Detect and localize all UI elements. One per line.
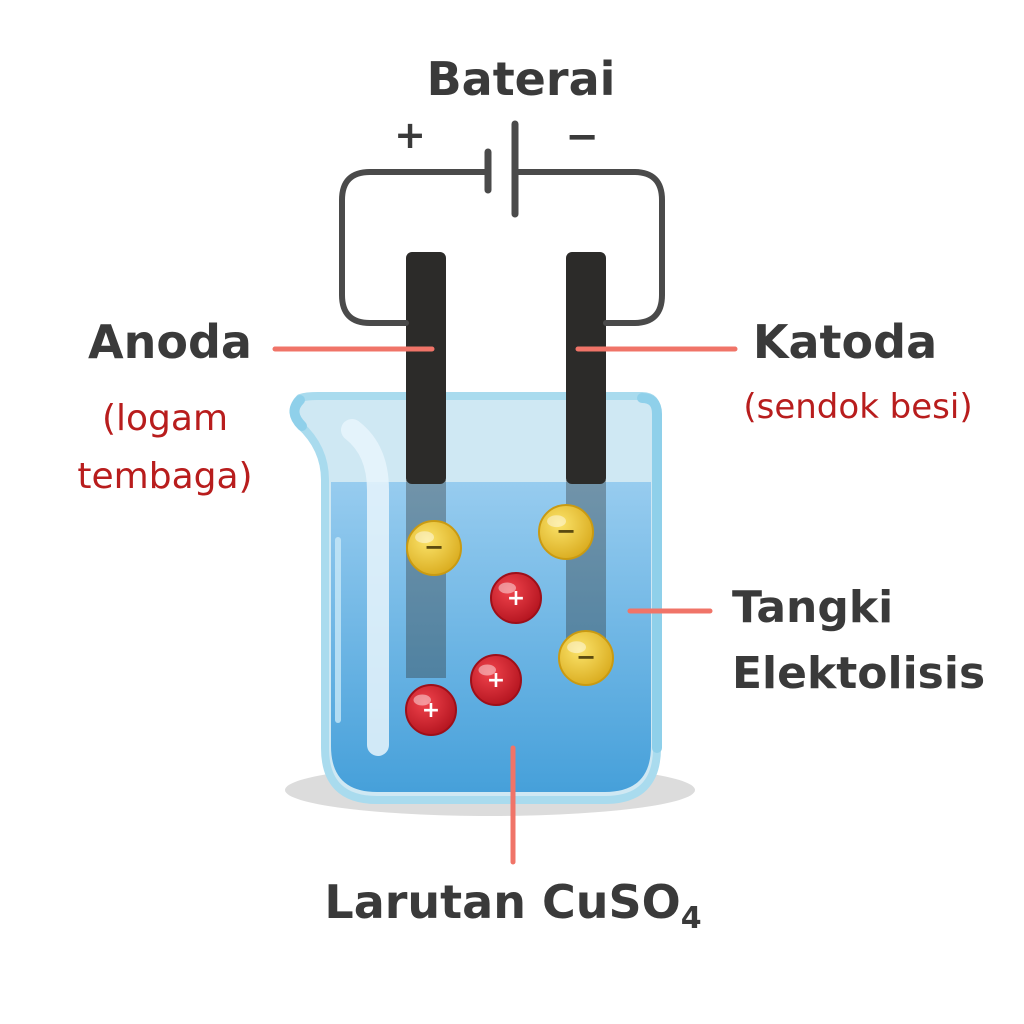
anion-sign: − xyxy=(424,533,444,561)
minus-terminal-label: − xyxy=(565,114,599,160)
anion-sign: − xyxy=(556,517,576,545)
ion-highlight xyxy=(567,641,586,654)
cation-ball xyxy=(405,684,457,736)
anion: − xyxy=(558,630,614,686)
cation: + xyxy=(490,572,542,624)
anion: − xyxy=(406,520,462,576)
solution-label-subscript: 4 xyxy=(681,901,702,936)
cathode-note: (sendok besi) xyxy=(743,387,972,427)
anode-label: Anoda xyxy=(88,315,252,369)
ion-highlight xyxy=(478,664,496,676)
ion-highlight xyxy=(413,694,431,706)
glass-highlight xyxy=(341,419,389,756)
anion: − xyxy=(538,504,594,560)
ions-layer: − − − + + + xyxy=(405,504,614,736)
anion-sign: − xyxy=(576,643,596,671)
plus-terminal-label: + xyxy=(394,113,426,157)
ion-highlight xyxy=(498,582,516,594)
anode-electrode xyxy=(406,252,446,678)
cathode-electrode xyxy=(566,252,606,645)
cation-sign: + xyxy=(422,698,440,723)
solution-label: Larutan CuSO4 xyxy=(324,875,701,936)
cation: + xyxy=(470,654,522,706)
tank-label-line2: Elektolisis xyxy=(732,648,985,699)
beaker-rim-right xyxy=(637,393,662,753)
cation: + xyxy=(405,684,457,736)
battery-label: Baterai xyxy=(427,52,616,106)
ion-highlight xyxy=(547,515,566,528)
anion-ball xyxy=(558,630,614,686)
cation-ball xyxy=(490,572,542,624)
ion-highlight xyxy=(415,531,434,544)
battery-icon xyxy=(484,120,519,218)
cation-sign: + xyxy=(487,668,505,693)
cathode-label: Katoda xyxy=(753,315,937,369)
anode-note-line2: tembaga) xyxy=(77,456,252,497)
anion-ball xyxy=(538,504,594,560)
tank-label-line1: Tangki xyxy=(732,582,893,633)
anode-note-line1: (logam xyxy=(102,398,228,439)
pointer-lines xyxy=(272,346,738,865)
solution-label-main: Larutan CuSO xyxy=(324,875,680,929)
anion-ball xyxy=(406,520,462,576)
circuit-wire xyxy=(339,169,665,326)
beaker-spout xyxy=(289,395,307,431)
cation-ball xyxy=(470,654,522,706)
cation-sign: + xyxy=(507,586,525,611)
